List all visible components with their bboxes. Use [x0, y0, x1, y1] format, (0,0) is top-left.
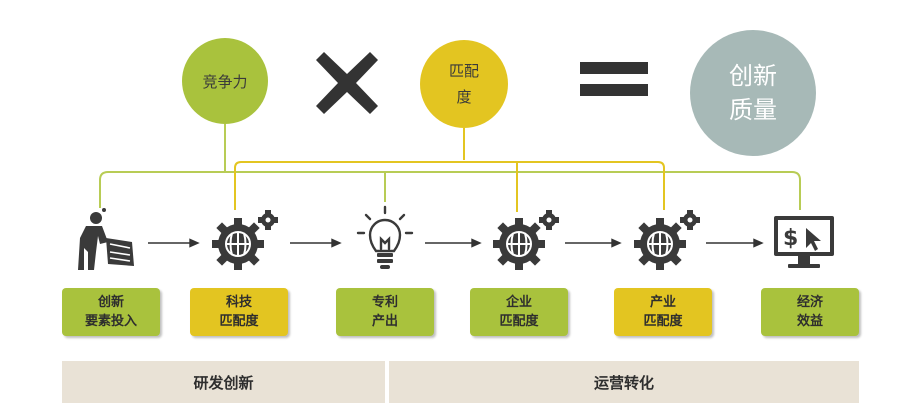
stage-box-enterprise-matching: 企业 匹配度	[470, 288, 568, 336]
stage-box-patent-output: 专利 产出	[336, 288, 434, 336]
multiply-icon	[316, 52, 378, 114]
worker-with-gear-icon	[78, 208, 134, 270]
lightbulb-icon	[356, 205, 414, 269]
stage-label: 创新 要素投入	[84, 295, 137, 329]
matching-label-line2: 度	[456, 88, 472, 106]
quality-label-line2: 质量	[729, 96, 777, 124]
gears-icon	[493, 210, 559, 270]
phase-label: 研发创新	[193, 373, 254, 392]
matching-label-line1: 匹配	[448, 62, 479, 80]
quality-label-line1: 创新	[729, 62, 777, 90]
stage-label: 科技 匹配度	[219, 295, 259, 329]
stage-box-economic-benefit: 经济 效益	[761, 288, 859, 336]
competitiveness-label: 竞争力	[202, 72, 248, 91]
stage-label: 产业 匹配度	[643, 295, 683, 329]
yellow-connector	[234, 128, 665, 210]
svg-text:$: $	[783, 226, 798, 251]
stage-box-tech-matching: 科技 匹配度	[190, 288, 288, 336]
competitiveness-circle: 竞争力	[182, 38, 268, 124]
gears-icon	[634, 210, 700, 270]
matching-circle: 匹配 度	[420, 40, 508, 128]
phase-label: 运营转化	[593, 373, 654, 392]
phase-bar-operation: 运营转化	[389, 361, 859, 403]
gears-icon	[212, 210, 278, 270]
monitor-dollar-icon: $	[774, 216, 834, 268]
stage-label: 企业 匹配度	[499, 295, 539, 329]
equals-icon	[580, 62, 648, 96]
stage-box-innovation-input: 创新 要素投入	[62, 288, 160, 336]
stage-box-industry-matching: 产业 匹配度	[614, 288, 712, 336]
stage-label: 经济 效益	[796, 295, 823, 329]
green-connector	[99, 124, 801, 210]
phase-bar-rnd: 研发创新	[62, 361, 385, 403]
innovation-quality-circle: 创新 质量	[690, 30, 816, 156]
stage-label: 专利 产出	[371, 295, 398, 329]
